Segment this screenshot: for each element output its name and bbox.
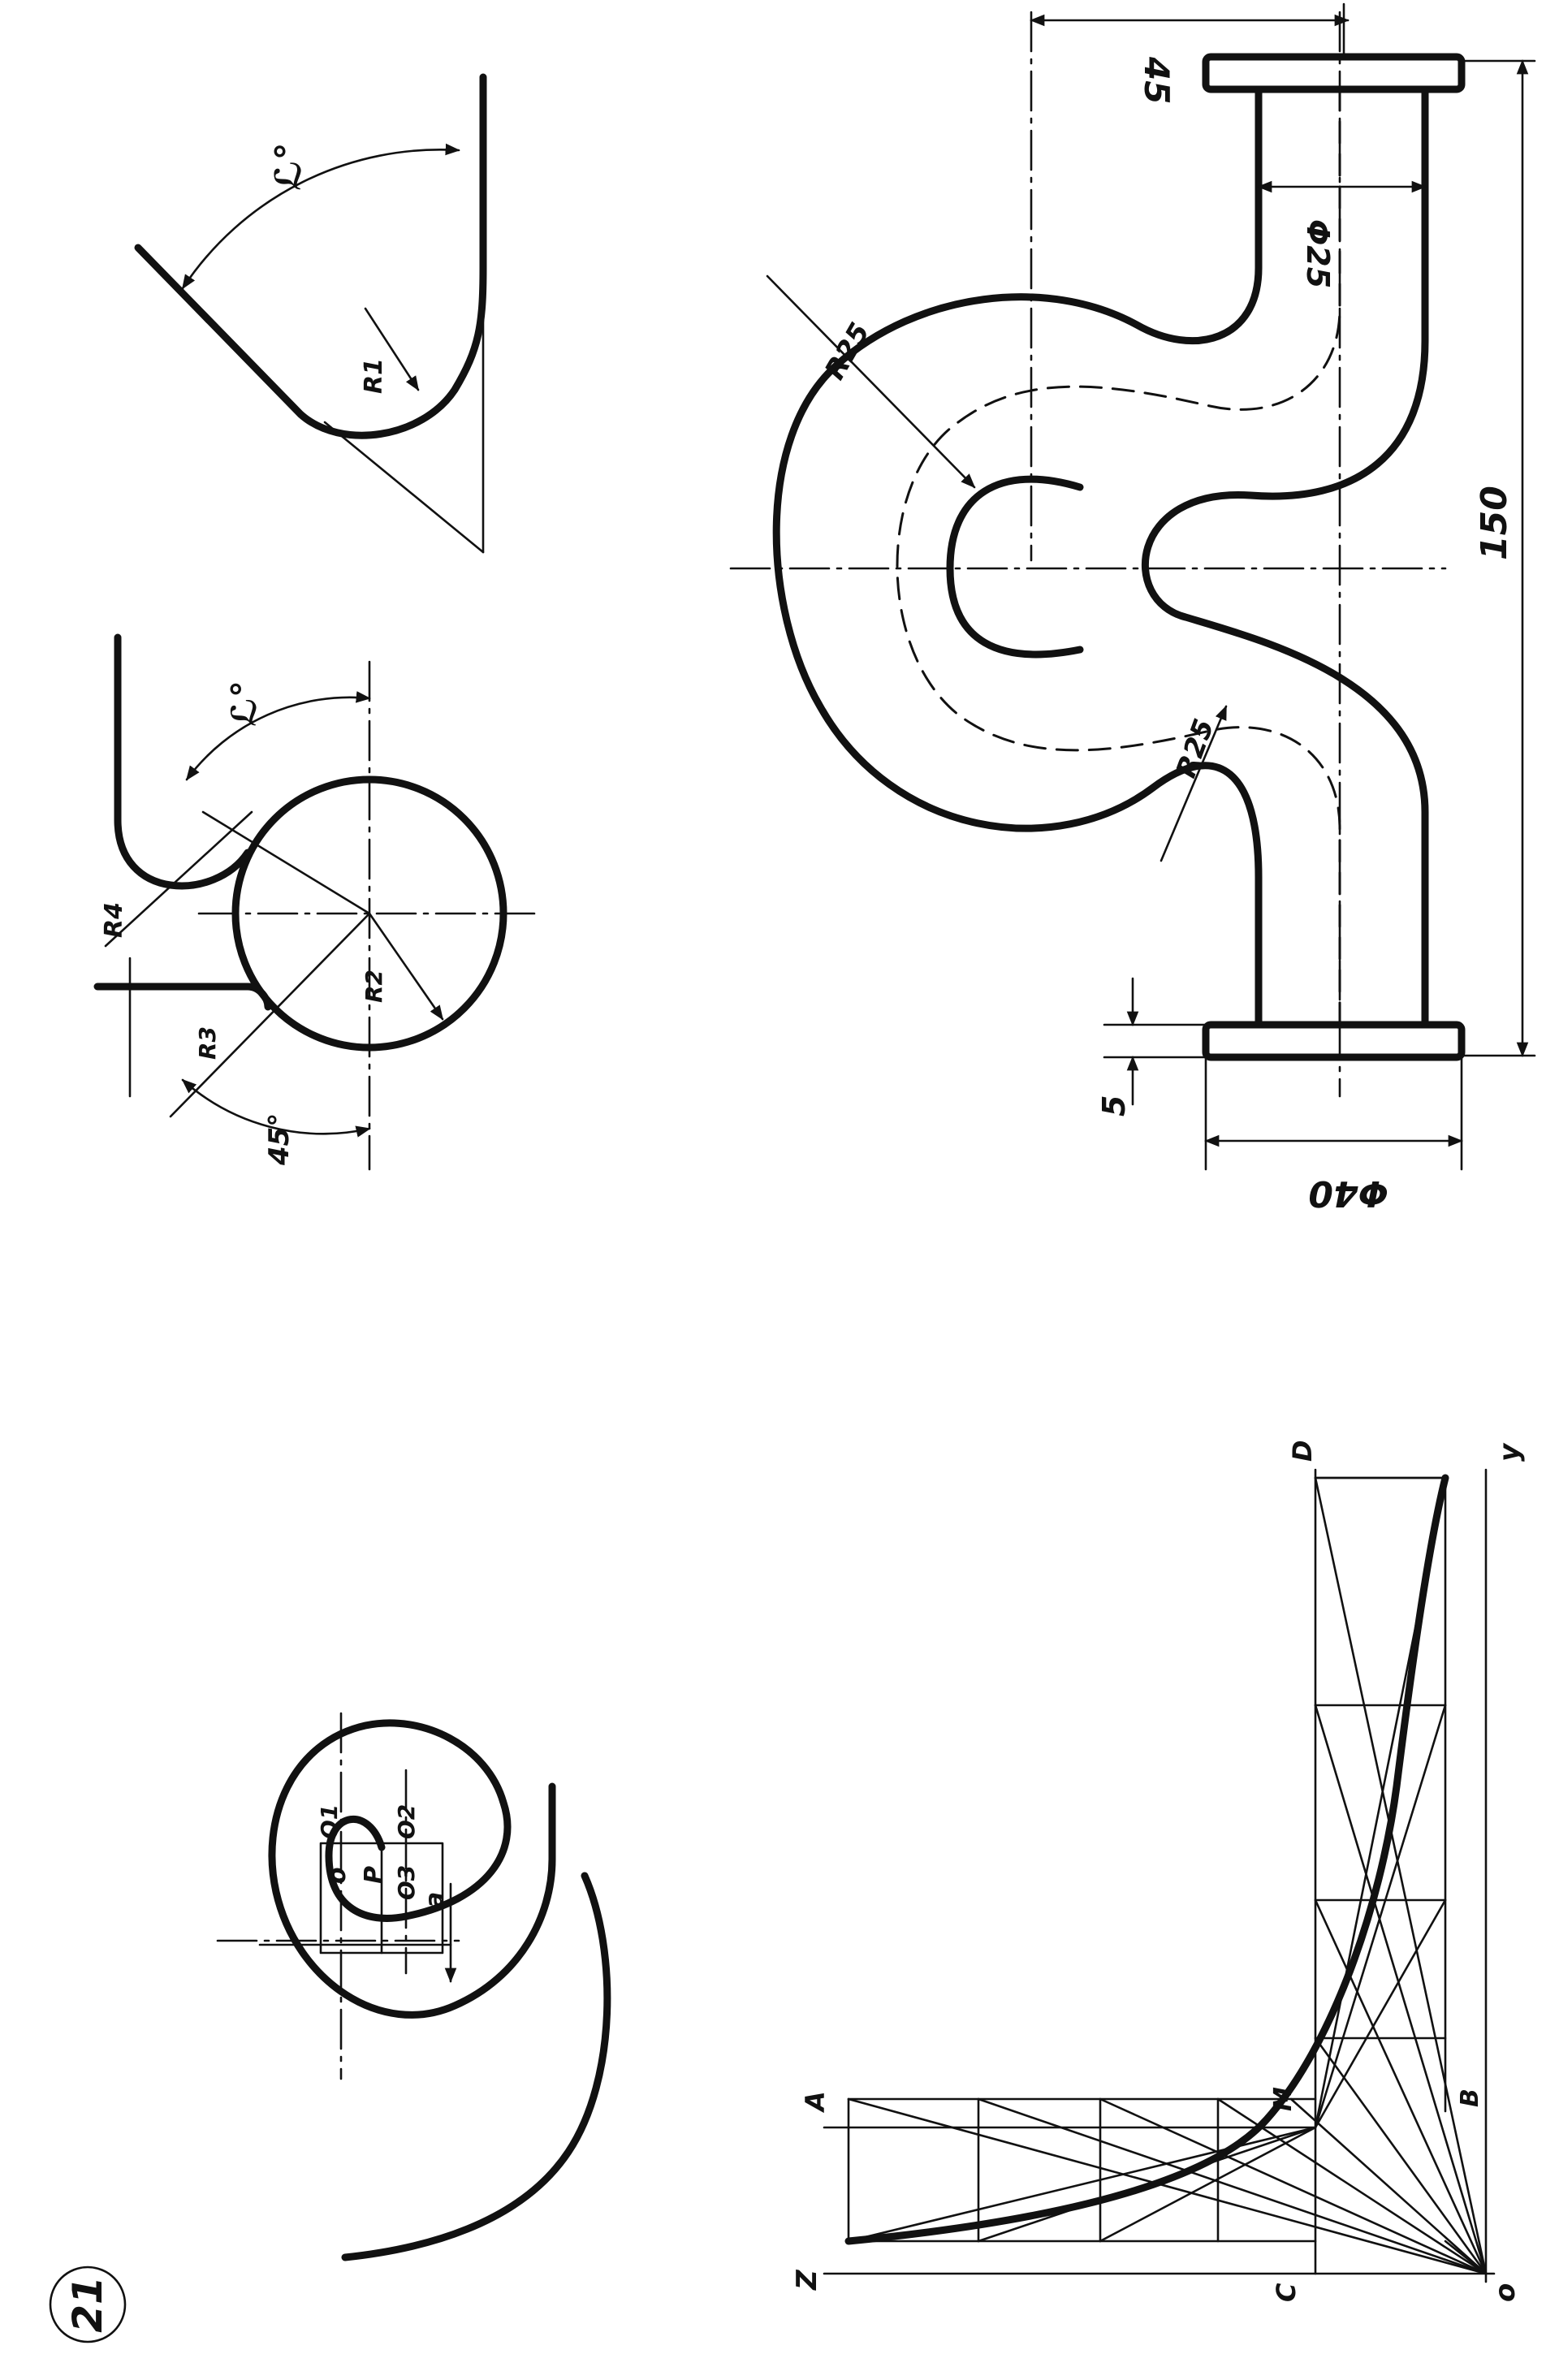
curve-label-z: Z	[791, 2269, 823, 2291]
spiral-label-o3: O3	[393, 1865, 420, 1900]
spiral-figure: o O1 O2 O3 P a	[216, 1712, 611, 2261]
spiral-curve	[268, 1719, 556, 2019]
curve-label-y: y	[1493, 1442, 1526, 1462]
angle-arc-bottom	[181, 1078, 371, 1138]
label-r1: R1	[360, 358, 388, 394]
spiral-label-a: a	[421, 1892, 449, 1908]
sheet-number-badge: 21	[49, 2266, 127, 2343]
curve-label-m: M	[1269, 2087, 1298, 2111]
label-dim-r25-bottom: R25	[1170, 715, 1221, 782]
s-pipe-figure: 45 Φ25 R25 R25 150 5 Φ40	[729, 2, 1536, 1214]
sheet-number: 21	[64, 2276, 111, 2333]
circle-fillet-figure: 45° R3 R2 R4 ℒ°	[93, 633, 538, 1171]
circle-r2-line	[368, 912, 444, 1021]
label-angle: ℒ°	[268, 142, 309, 191]
circle-radius-line-2	[169, 912, 371, 1118]
label-dim-45: 45	[1137, 56, 1177, 104]
label-angle-45: 45°	[263, 1113, 296, 1166]
construction-grid-left	[847, 2097, 1317, 2243]
constructed-curve	[844, 1474, 1449, 2245]
curve-label-b: B	[1456, 2088, 1484, 2107]
angle-tangent-line	[323, 421, 485, 554]
label-dim-5: 5	[1096, 1095, 1132, 1117]
sheet-number-circle	[49, 2266, 127, 2343]
top-flange	[1202, 53, 1466, 93]
pipe-centerline-curve	[896, 88, 1341, 1026]
curve-label-c: C	[1271, 2283, 1302, 2302]
spiral-label-o: o	[323, 1867, 352, 1884]
bottom-flange	[1202, 1021, 1466, 1061]
curve-label-o: o	[1489, 2283, 1522, 2302]
curve-construction-figure: Z A C M B D y o	[791, 1440, 1526, 2302]
dim-r25-top-leader	[766, 274, 976, 489]
angle-arc-top	[185, 691, 371, 781]
curve-label-a: A	[800, 2091, 831, 2114]
label-angle-top: ℒ°	[224, 680, 264, 727]
angle-fillet-figure: ℒ° R1	[134, 73, 487, 554]
label-dim-d40: Φ40	[1308, 1173, 1388, 1214]
label-r2: R2	[361, 970, 387, 1003]
construction-grid-right	[1314, 1476, 1447, 2113]
r1-leader	[364, 307, 420, 391]
vertical-bar-fillet	[114, 633, 252, 890]
spiral-label-o2: O2	[393, 1804, 420, 1839]
label-r3: R3	[194, 1026, 221, 1060]
construction-rays	[847, 1476, 1488, 2275]
spiral-label-o1: O1	[316, 1804, 343, 1839]
pipe-outer-wall	[1141, 85, 1429, 1029]
angle-fillet-outline	[134, 73, 487, 439]
fillet-r4-leader	[104, 810, 253, 948]
horizontal-bar-fillet	[93, 983, 272, 1011]
spiral-outer-arc	[341, 1872, 611, 2261]
label-r4: R4	[100, 902, 128, 938]
label-dim-150: 150	[1474, 486, 1515, 560]
dim-r25-bottom-leader	[1160, 705, 1228, 862]
spiral-label-p: P	[360, 1866, 388, 1884]
pipe-inner-wall	[772, 85, 1263, 1029]
circle-radius-line-1	[201, 810, 371, 915]
label-dim-d25: Φ25	[1300, 219, 1336, 288]
curve-label-d: D	[1287, 1440, 1318, 1462]
pipe-inner-loop	[946, 475, 1084, 659]
angle-arc	[181, 143, 460, 290]
